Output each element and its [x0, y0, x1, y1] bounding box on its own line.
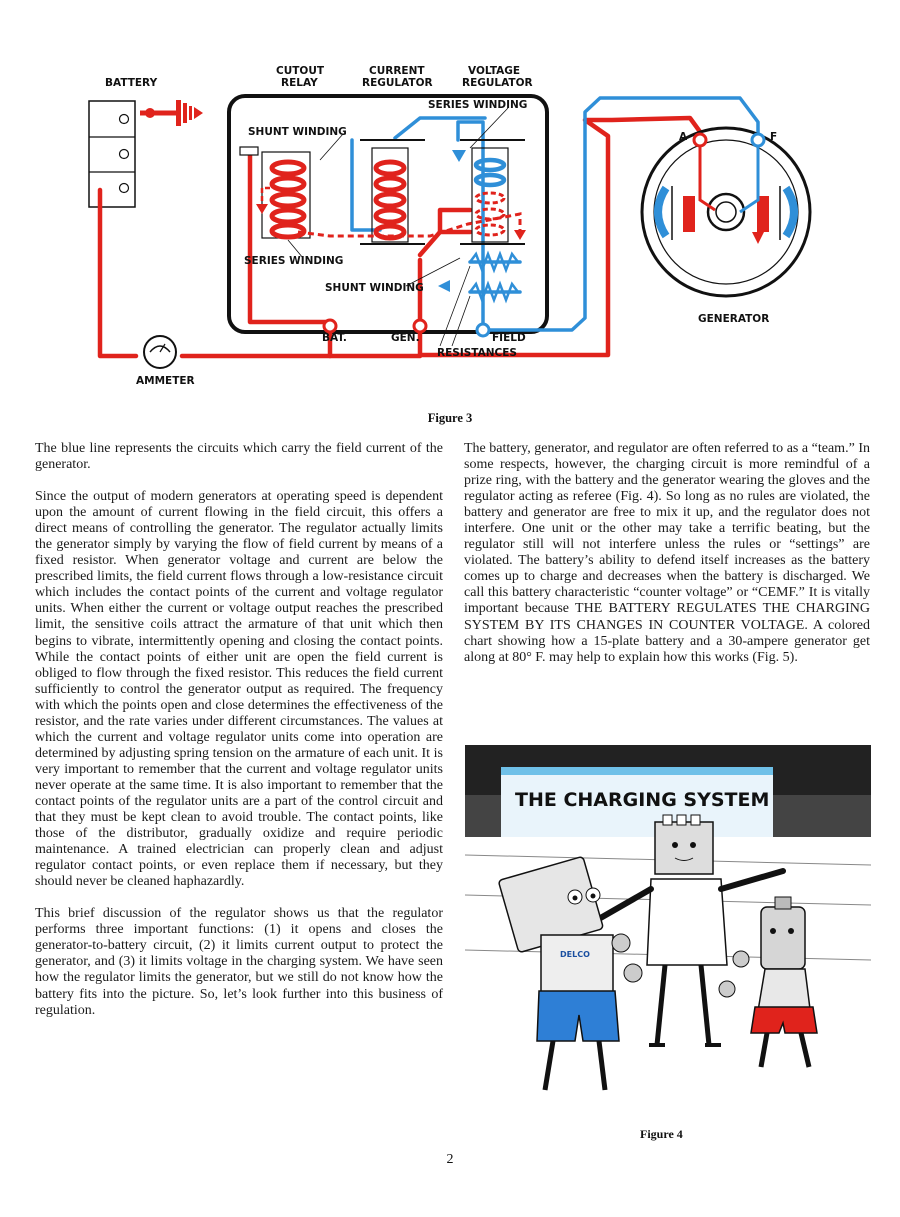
right-paragraph-1: The battery, generator, and regulator ar… [464, 441, 870, 665]
figure-3-circuit-diagram: BATTERY CUTOUT RELAY CURRENT REGULATOR V… [88, 65, 812, 387]
label-current-regulator-line2: REGULATOR [362, 77, 433, 89]
cutout-relay [239, 146, 311, 240]
label-gen-terminal: GEN. [391, 332, 420, 344]
voltage-regulator [452, 139, 525, 245]
label-series-winding-top: SERIES WINDING [428, 99, 527, 111]
label-terminal-a: A [679, 131, 688, 143]
figure-4-illustration: THE CHARGING SYSTEM [465, 745, 871, 1120]
figure-3-caption: Figure 3 [427, 411, 473, 425]
ground-symbol-battery [140, 100, 203, 126]
label-field-terminal: FIELD [492, 332, 526, 344]
battery-boxer-character: DELCO [498, 856, 643, 1091]
current-regulator [360, 139, 425, 245]
left-paragraph-1: The blue line represents the circuits wh… [35, 441, 443, 473]
label-series-winding-bottom: SERIES WINDING [244, 255, 343, 267]
label-current-regulator-line1: CURRENT [369, 65, 425, 77]
generator [640, 126, 812, 298]
referee-regulator-character [594, 814, 786, 1047]
label-shunt-winding-bottom: SHUNT WINDING [325, 282, 424, 294]
battery-logo-text: DELCO [560, 950, 590, 959]
label-battery: BATTERY [105, 77, 158, 89]
resistances [438, 250, 519, 304]
left-text-column: The blue line represents the circuits wh… [35, 441, 443, 1035]
generator-boxer-character [718, 896, 818, 1068]
right-text-column: The battery, generator, and regulator ar… [464, 441, 870, 682]
battery [88, 100, 136, 208]
label-shunt-winding-top: SHUNT WINDING [248, 126, 347, 138]
page-number: 2 [446, 1152, 454, 1167]
label-cutout-relay-line2: RELAY [281, 77, 318, 89]
label-cutout-relay-line1: CUTOUT [276, 65, 325, 77]
figure-4-caption: Figure 4 [640, 1127, 683, 1141]
left-paragraph-2: Since the output of modern generators at… [35, 489, 443, 890]
label-voltage-regulator-line2: REGULATOR [462, 77, 533, 89]
ammeter [143, 335, 177, 369]
label-generator: GENERATOR [698, 313, 769, 325]
label-voltage-regulator-line1: VOLTAGE [468, 65, 520, 77]
label-bat-terminal: BAT. [322, 332, 347, 344]
label-resistances: RESISTANCES [437, 347, 517, 359]
label-ammeter: AMMETER [136, 375, 195, 387]
label-terminal-f: F [770, 131, 777, 143]
banner-the-charging-system: THE CHARGING SYSTEM [515, 789, 769, 811]
left-paragraph-3: This brief discussion of the regulator s… [35, 906, 443, 1018]
